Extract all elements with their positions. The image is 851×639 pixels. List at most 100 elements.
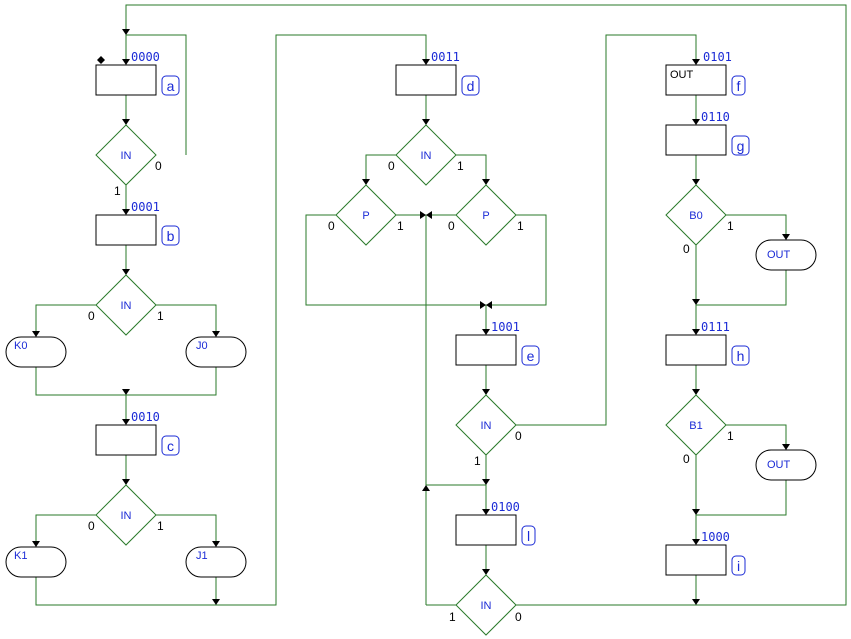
- decision-diamond: [665, 394, 727, 456]
- decision-diamond: [455, 394, 517, 456]
- output-k1: K1: [5, 546, 67, 578]
- state-output: OUT: [670, 69, 694, 81]
- state-code: 0101: [703, 50, 732, 64]
- state-box: [95, 424, 157, 456]
- branch-label-left: 0: [328, 219, 335, 233]
- branch-label-right: 1: [727, 429, 734, 443]
- decision-diamond: [95, 274, 157, 336]
- state-tag-box: [161, 75, 180, 96]
- output-out-2: OUT: [755, 449, 817, 481]
- state-box: [455, 334, 517, 366]
- decision-label: P: [482, 210, 489, 222]
- decision-label: P: [362, 210, 369, 222]
- decision-diamond: [455, 184, 517, 246]
- output-pill: [5, 336, 67, 368]
- output-j1: J1: [185, 546, 247, 578]
- state-tag: c: [167, 438, 174, 454]
- state-tag-box: [461, 75, 480, 96]
- decision-label: IN: [481, 600, 492, 612]
- state-e: 1001 e: [455, 320, 540, 366]
- decision-label: B0: [689, 210, 702, 222]
- decision-l: IN 1 0: [449, 574, 522, 636]
- branch-label-right: 1: [457, 159, 464, 173]
- branch-label-left: 0: [88, 309, 95, 323]
- state-code: 1000: [701, 530, 730, 544]
- state-d: 0011 d: [395, 50, 480, 96]
- state-tag: l: [527, 528, 530, 544]
- branch-label-right: 0: [155, 159, 162, 173]
- initial-state-marker: [97, 56, 105, 64]
- state-tag: a: [167, 78, 175, 94]
- state-tag-box: [161, 435, 180, 456]
- branch-label-left: 0: [448, 219, 455, 233]
- state-code: 0010: [131, 410, 160, 424]
- output-label: OUT: [767, 459, 791, 471]
- decision-p1: P 0 1: [328, 184, 404, 246]
- state-tag: e: [527, 348, 535, 364]
- state-box: [665, 544, 727, 576]
- decision-diamond: [395, 124, 457, 186]
- state-box: [95, 214, 157, 246]
- output-label: J1: [196, 550, 208, 562]
- state-box: [455, 514, 517, 546]
- state-code: 0011: [431, 50, 460, 64]
- decision-diamond: [665, 184, 727, 246]
- branch-label-right: 1: [157, 309, 164, 323]
- decision-b0: B0 0 1: [665, 184, 734, 256]
- branch-label-left: 0: [683, 242, 690, 256]
- state-tag: d: [467, 78, 475, 94]
- state-tag-box: [161, 225, 180, 246]
- decision-diamond: [455, 574, 517, 636]
- branch-label-left: 0: [683, 452, 690, 466]
- state-box: [665, 64, 727, 96]
- output-pill: [185, 336, 247, 368]
- state-code: 0001: [131, 200, 160, 214]
- state-tag-box: [731, 555, 746, 576]
- decision-label: IN: [121, 150, 132, 162]
- state-box: [665, 124, 727, 156]
- state-l: 0100 l: [455, 500, 536, 546]
- decision-label: IN: [421, 150, 432, 162]
- output-label: OUT: [767, 249, 791, 261]
- output-pill: [755, 449, 817, 481]
- branch-label-right: 1: [397, 219, 404, 233]
- state-tag-box: [521, 345, 540, 366]
- output-pill: [755, 239, 817, 271]
- decision-e: IN 0 1: [455, 394, 522, 468]
- state-tag: g: [737, 138, 745, 154]
- state-box: [95, 64, 157, 96]
- state-tag: b: [167, 228, 175, 244]
- branch-label-right: 1: [517, 219, 524, 233]
- state-c: 0010 c: [95, 410, 180, 456]
- decision-diamond: [335, 184, 397, 246]
- output-pill: [185, 546, 247, 578]
- state-tag-box: [731, 345, 750, 366]
- branch-label-right: 0: [515, 429, 522, 443]
- state-b: 0001 b: [95, 200, 180, 246]
- decision-label: B1: [689, 420, 702, 432]
- state-a: 0000 a: [95, 50, 180, 96]
- decision-diamond: [95, 124, 157, 186]
- branch-label-left: 0: [388, 159, 395, 173]
- branch-label-right: 1: [727, 219, 734, 233]
- state-code: 0111: [701, 320, 730, 334]
- state-tag-box: [731, 135, 750, 156]
- decision-b: IN 0 1: [88, 274, 164, 336]
- arrowheads: [32, 29, 790, 605]
- state-code: 0000: [131, 50, 160, 64]
- decision-label: IN: [121, 300, 132, 312]
- state-tag-box: [731, 75, 746, 96]
- state-code: 1001: [491, 320, 520, 334]
- decision-a: IN 0 1: [95, 124, 162, 198]
- state-g: 0110 g: [665, 110, 750, 156]
- state-box: [665, 334, 727, 366]
- state-tag: h: [737, 348, 745, 364]
- branch-label-right: 1: [157, 519, 164, 533]
- state-code: 0110: [701, 110, 730, 124]
- state-f: 0101 OUT f: [665, 50, 746, 96]
- output-label: K0: [14, 340, 27, 352]
- state-h: 0111 h: [665, 320, 750, 366]
- branch-label-right: 0: [515, 610, 522, 624]
- output-out-1: OUT: [755, 239, 817, 271]
- decision-c: IN 0 1: [88, 484, 164, 546]
